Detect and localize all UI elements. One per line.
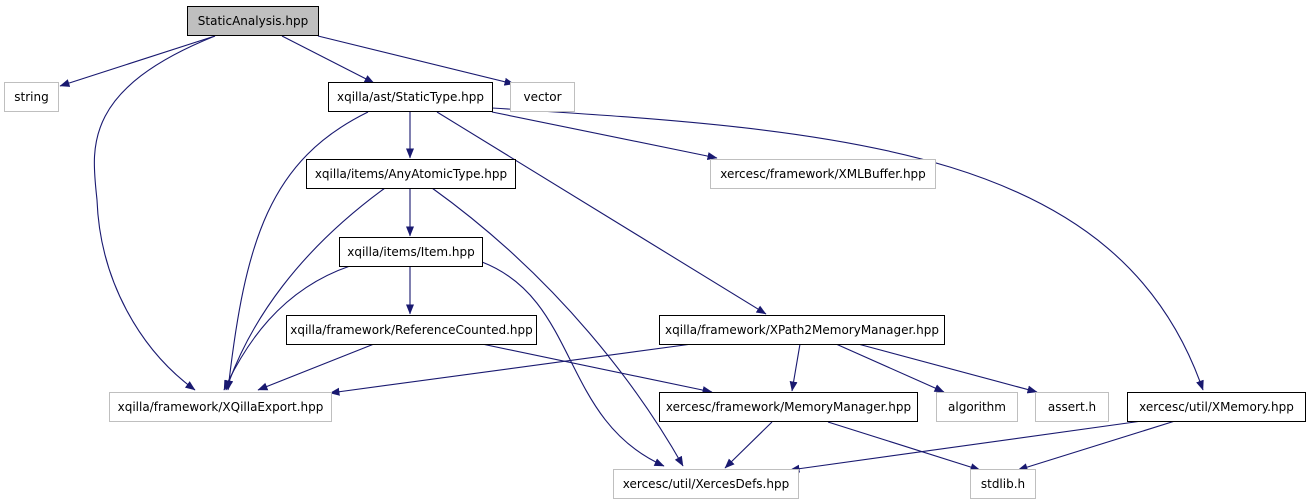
node-label: xqilla/framework/XPath2MemoryManager.hpp xyxy=(665,323,939,337)
node-static-analysis[interactable]: StaticAnalysis.hpp xyxy=(187,6,319,36)
edge-memorymanager-xercesdefs xyxy=(724,421,773,469)
node-label: StaticAnalysis.hpp xyxy=(198,14,308,28)
node-vector[interactable]: vector xyxy=(510,82,575,112)
node-string[interactable]: string xyxy=(4,82,59,112)
node-memory-manager[interactable]: xercesc/framework/MemoryManager.hpp xyxy=(659,392,918,422)
edge-xpath2memorymanager-assert xyxy=(857,343,1038,394)
edge-xmemory-stdlib xyxy=(1017,420,1176,471)
node-label: xercesc/framework/MemoryManager.hpp xyxy=(666,400,911,414)
edge-xpath2memorymanager-xqillaexport xyxy=(329,343,693,396)
node-reference-counted[interactable]: xqilla/framework/ReferenceCounted.hpp xyxy=(286,315,537,345)
node-label: xercesc/util/XercesDefs.hpp xyxy=(623,477,789,491)
node-xerces-defs[interactable]: xercesc/util/XercesDefs.hpp xyxy=(613,469,799,499)
edge-statictype-xpath2memorymanager xyxy=(436,111,767,315)
edge-anyatomictype-xqillaexport xyxy=(225,187,386,391)
edge-item-xercesdefs xyxy=(481,261,665,467)
node-label: xqilla/ast/StaticType.hpp xyxy=(337,90,484,104)
edge-xpath2memorymanager-algorithm xyxy=(835,343,945,393)
edge-statictype-xqillaexport xyxy=(225,111,369,391)
node-label: xqilla/items/AnyAtomicType.hpp xyxy=(315,167,507,181)
edge-staticanalysis-string xyxy=(59,35,216,87)
node-label: xercesc/framework/XMLBuffer.hpp xyxy=(720,167,926,181)
node-xml-buffer[interactable]: xercesc/framework/XMLBuffer.hpp xyxy=(710,159,936,189)
node-label: stdlib.h xyxy=(981,477,1025,491)
node-label: assert.h xyxy=(1048,400,1096,414)
node-label: xqilla/framework/XQillaExport.hpp xyxy=(118,400,324,414)
dependency-edges xyxy=(59,35,1204,473)
node-xmemory[interactable]: xercesc/util/XMemory.hpp xyxy=(1127,392,1306,422)
node-label: vector xyxy=(523,90,561,104)
node-label: xercesc/util/XMemory.hpp xyxy=(1139,400,1294,414)
node-xqilla-export[interactable]: xqilla/framework/XQillaExport.hpp xyxy=(109,392,332,422)
node-stdlib[interactable]: stdlib.h xyxy=(970,469,1036,499)
edge-xmemory-xercesdefs xyxy=(789,420,1143,473)
edge-item-xqillaexport xyxy=(223,265,351,391)
edge-staticanalysis-xqillaexport xyxy=(93,35,216,391)
node-label: xqilla/framework/ReferenceCounted.hpp xyxy=(290,323,533,337)
node-label: string xyxy=(14,90,48,104)
node-assert[interactable]: assert.h xyxy=(1035,392,1109,422)
edge-referencecounted-xqillaexport xyxy=(257,343,375,391)
node-label: algorithm xyxy=(948,400,1006,414)
edge-referencecounted-memorymanager xyxy=(481,343,713,394)
edge-statictype-xmlbuffer xyxy=(491,111,718,161)
edge-xpath2memorymanager-memorymanager xyxy=(789,343,801,392)
node-algorithm[interactable]: algorithm xyxy=(936,392,1018,422)
edge-statictype-xmemory xyxy=(491,107,1204,391)
node-any-atomic-type[interactable]: xqilla/items/AnyAtomicType.hpp xyxy=(306,159,516,189)
node-static-type[interactable]: xqilla/ast/StaticType.hpp xyxy=(328,82,493,112)
edge-anyatomictype-xercesdefs xyxy=(431,187,684,467)
node-item[interactable]: xqilla/items/Item.hpp xyxy=(339,237,483,267)
node-xpath2-memory-manager[interactable]: xqilla/framework/XPath2MemoryManager.hpp xyxy=(659,315,945,345)
edge-staticanalysis-vector xyxy=(317,35,515,86)
edge-staticanalysis-statictype xyxy=(281,35,375,84)
node-label: xqilla/items/Item.hpp xyxy=(347,245,475,259)
edge-memorymanager-stdlib xyxy=(827,421,981,471)
